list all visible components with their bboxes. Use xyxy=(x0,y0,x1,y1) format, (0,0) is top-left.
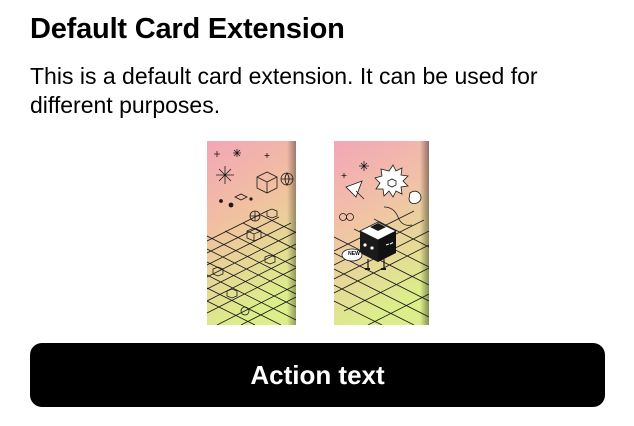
right-card-image xyxy=(334,141,429,325)
action-button[interactable]: Action text xyxy=(30,343,605,407)
isometric-grid-icon xyxy=(207,141,296,325)
new-badge: NEW xyxy=(348,251,360,257)
card-title: Default Card Extension xyxy=(30,13,345,45)
card-description: This is a default card extension. It can… xyxy=(30,63,538,118)
left-card-image xyxy=(207,141,296,325)
box-character-icon xyxy=(334,141,429,325)
